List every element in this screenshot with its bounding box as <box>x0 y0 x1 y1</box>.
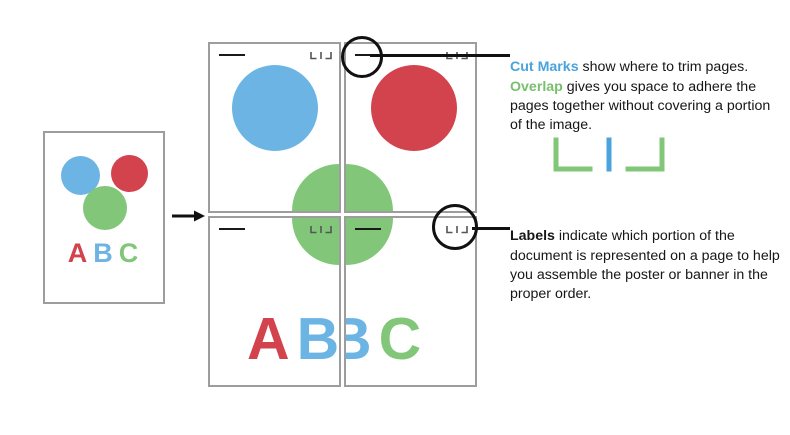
labels-leader-line <box>472 227 510 230</box>
tile-letter-b: B <box>297 306 339 372</box>
tile-letter-c: C <box>378 306 429 372</box>
source-letter-b: B <box>93 238 115 268</box>
source-green-circle <box>83 186 127 230</box>
label-mark-icon <box>219 54 245 56</box>
label-mark-icon <box>355 228 381 230</box>
cut-marks-callout-circle <box>341 36 383 78</box>
cut-marks-text-2: gives you space to adhere the pages toge… <box>510 78 771 134</box>
tile-green-quarter-br <box>346 218 393 265</box>
tile-letters-bottom-right: BC <box>346 310 428 369</box>
source-letter-c: C <box>118 238 141 268</box>
tiled-page-top-left <box>208 42 341 213</box>
label-mark-icon <box>219 228 245 230</box>
cut-marks-leader-line <box>370 54 510 57</box>
cut-marks-paragraph: Cut Marks show where to trim pages. Over… <box>510 58 778 136</box>
tile-green-quarter-tr <box>346 164 393 211</box>
tile-letter-a: A <box>247 306 297 372</box>
source-red-circle <box>111 155 148 192</box>
cut-marks-text-1: show where to trim pages. <box>578 59 749 76</box>
tile-red-circle <box>371 65 457 151</box>
cut-marks-icon <box>310 52 332 60</box>
tile-letters-bottom-left: AB <box>247 310 339 369</box>
overlap-heading: Overlap <box>510 78 563 95</box>
tile-blue-circle <box>232 65 318 151</box>
tile-green-quarter-tl <box>292 164 339 211</box>
labels-callout-circle <box>432 204 478 250</box>
tiled-pages-grid: AB BC <box>208 42 477 387</box>
tile-letter-b: B <box>346 306 379 372</box>
cut-marks-overlap-legend <box>553 137 665 172</box>
cut-marks-icon <box>310 226 332 234</box>
labels-text: indicate which portion of the document i… <box>510 228 780 303</box>
tiled-page-bottom-right: BC <box>344 216 477 387</box>
tiled-page-top-right <box>344 42 477 213</box>
labels-description: Labels indicate which portion of the doc… <box>510 213 782 319</box>
source-letter-a: A <box>67 238 90 268</box>
labels-paragraph: Labels indicate which portion of the doc… <box>510 227 782 305</box>
cut-marks-description: Cut Marks show where to trim pages. Over… <box>510 44 778 150</box>
tiled-page-bottom-left: AB <box>208 216 341 387</box>
flow-arrow-icon <box>172 210 205 222</box>
labels-heading: Labels <box>510 228 555 245</box>
cut-marks-heading: Cut Marks <box>510 59 579 76</box>
